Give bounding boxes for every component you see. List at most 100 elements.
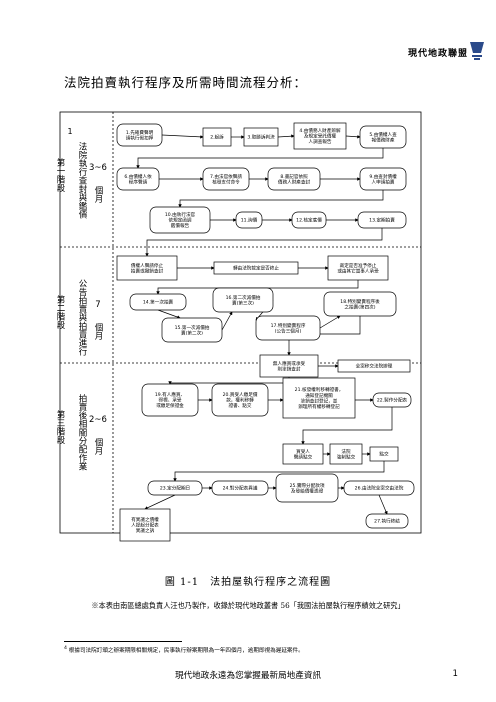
flow-box-text: 核發支付命令 [212, 178, 240, 185]
flow-box-text: 13.定期拍賣 [369, 217, 395, 224]
flow-box-text: 無人應買或承受 [273, 360, 306, 367]
stage-unit: 個月 [93, 437, 103, 456]
footnote: 4 根據司法院訂頒之辦案期限相關規定，民事執行辦案期限為一年四個月，逾期即視為遲… [64, 646, 304, 654]
flow-arrow [136, 148, 384, 169]
flow-box-text: 或由其它當事人承受 [337, 267, 379, 274]
flow-box-text: 全案移交法院辦理 [356, 363, 393, 370]
flow-box-text: 及規定受託債權 [304, 133, 337, 140]
flow-box-text: 26.由法院全案交由法院 [355, 485, 404, 492]
stage-name: 第一階段 [55, 157, 65, 193]
flow-box-b22: 22.製作分配表 [372, 392, 412, 408]
flow-box-text: 辦理所有權移轉登記 [298, 403, 340, 410]
flow-arrow [157, 309, 181, 319]
flow-box-text: 則塗銷查封 [278, 365, 301, 372]
stage-duration: 3~6 [89, 163, 107, 173]
flow-box-text: 2.起訴 [210, 134, 224, 141]
flow-box-r3b: 全案移交法院辦理 [337, 359, 411, 373]
page-number: 1 [452, 669, 458, 679]
flow-box-text: 賣(第三次) [232, 299, 254, 306]
flow-box-text: 25.實際分配款項 [290, 482, 325, 489]
flow-box-text: 強制點交 [337, 453, 356, 460]
flow-box-text: 27.執行終結 [374, 518, 400, 525]
flow-box-text: 3.取勝訴判決 [247, 134, 275, 141]
flow-box-b2: 2.起訴 [202, 127, 232, 147]
flow-box-text: (公告三個月) [275, 327, 302, 334]
flow-arrow [221, 311, 233, 331]
stage-number: 1 [67, 127, 72, 136]
flow-box-text: 24.對分配表異議 [223, 485, 258, 492]
footnote-text: 根據司法院訂頒之辦案期限相關規定，民事執行辦案期限為一年四個月，逾期即視為遲延案… [68, 648, 304, 654]
flow-arrow [277, 134, 295, 138]
flow-box-text: 債權人聲請停止 [131, 262, 164, 269]
flow-box-text: 報債務財產 [372, 136, 395, 143]
flow-box-text: 法院 [341, 448, 351, 455]
flow-arrow [161, 134, 204, 139]
flow-box-text: 20.買受人繳足價 [223, 391, 258, 398]
flow-box-text: 得標、承受 [159, 397, 182, 404]
flow-box-b27: 27.執行終結 [365, 513, 409, 529]
flow-box-b13: 13.定期拍賣 [357, 211, 407, 229]
flow-box-b14: 14.第一次拍賣 [129, 293, 187, 311]
document-title: 法院拍賣執行程序及所需時間流程分析： [64, 75, 308, 90]
flow-box-b12: 12.核定底價 [291, 211, 327, 229]
stage-duration: 7 [95, 300, 100, 310]
flow-arrow [319, 315, 341, 329]
figure-caption: 圖 1-1 法拍屋執行程序之流程圖 [164, 577, 332, 588]
flow-box-text: 債務人財產查封 [278, 178, 311, 185]
flow-box-text: 點交 [379, 451, 389, 458]
page-footer: 現代地政永遠為您掌握最新局地產資訊 [174, 671, 322, 681]
flow-box-b24: 24.對分配表異議 [211, 480, 269, 496]
flow-box-text: 5.由債權人查 [369, 131, 397, 138]
flow-box-text: 8.書記官依照 [280, 173, 308, 180]
flow-box-text: 異議之訴 [136, 527, 155, 534]
stage-unit: 個月 [93, 185, 103, 204]
flow-box-b17: 17.特別變賣程序(公告三個月) [255, 315, 321, 341]
flow-box-text: 6.由債權人依 [124, 173, 152, 180]
flow-box-text: 10.由執行法官 [165, 211, 196, 218]
flow-arrow [287, 316, 361, 356]
flow-arrow [168, 377, 290, 385]
flow-box-text: 買受人 [296, 448, 310, 455]
flow-box-text: 證書、點交 [229, 402, 252, 409]
flow-box-r2b: 轉由法院裁定是否終止 [213, 261, 299, 275]
flow-box-text: 21.核發權利移轉證書， [295, 386, 344, 393]
flow-box-text: 通知登記機關 [305, 392, 333, 399]
flow-box-b11: 11.詢價 [235, 211, 263, 229]
flow-box-text: 及發給債權憑證 [291, 487, 324, 494]
flow-box-text: 1.先確費聲明 [126, 129, 154, 136]
flow-arrow [301, 407, 393, 445]
flow-box-text: 17.特別變賣程序 [271, 322, 306, 329]
flow-box-text: 之拍賣(第四次) [344, 303, 375, 310]
flow-box-text: 拍賣或撤銷查封 [131, 267, 164, 274]
flow-box-b3: 3.取勝訴判決 [243, 127, 279, 147]
flow-box-b23: 23.定分配期日 [147, 480, 203, 496]
flow-box-text: 14.第一次拍賣 [143, 299, 174, 306]
flow-arrow [345, 135, 361, 139]
flow-arrow [378, 494, 388, 515]
stage-unit: 個月 [93, 322, 103, 341]
flow-box-text: 19.有人應買、 [155, 391, 185, 398]
flow-box-text: 裁定是否准予停止 [340, 262, 377, 269]
flow-box-text: 11.詢價 [241, 217, 258, 224]
stage-name: 第二階段 [55, 294, 65, 330]
flow-box-text: 依規定函調 [169, 217, 192, 224]
